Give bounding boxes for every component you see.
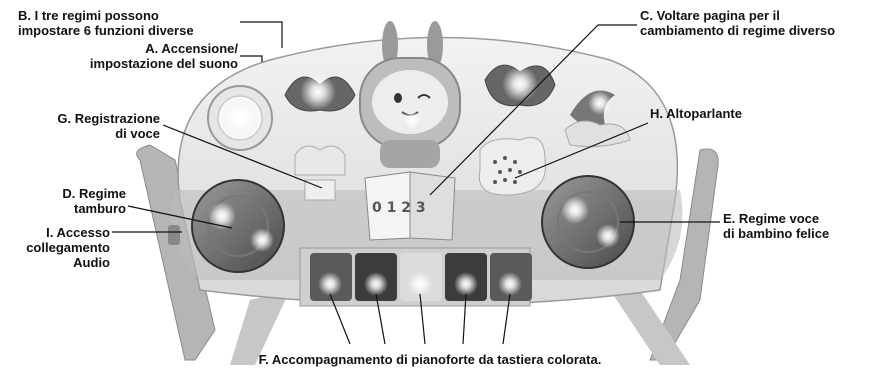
label-h: H. Altoparlante [650, 106, 742, 121]
speaker-grille [478, 137, 546, 196]
label-i: I. Accesso collegamento Audio [26, 225, 110, 270]
walker-legs [136, 144, 719, 365]
label-c: C. Voltare pagina per il cambiamento di … [640, 8, 836, 38]
record-button[interactable] [294, 145, 346, 201]
power-sound-button[interactable] [207, 85, 273, 151]
page-turn-book[interactable]: 0 1 2 3 [364, 171, 456, 241]
label-d: D. Regime tamburo [62, 186, 126, 216]
label-f: F. Accompagnamento di pianoforte da tast… [258, 352, 602, 367]
label-g: G. Registrazione di voce [57, 111, 160, 141]
label-b: B. I tre regimi possono impostare 6 funz… [18, 8, 194, 38]
bunny-character [359, 21, 461, 168]
piano-keyboard [299, 247, 532, 307]
moon-button[interactable] [564, 90, 631, 148]
butterfly-button[interactable] [284, 74, 356, 112]
butterfly-button-right[interactable] [484, 64, 556, 107]
label-a: A. Accensione/ impostazione del suono [89, 41, 238, 71]
drum-left[interactable] [191, 179, 285, 273]
label-e: E. Regime voce di bambino felice [723, 211, 830, 241]
callout-lines [112, 21, 720, 345]
book-numbers: 0 1 2 3 [372, 200, 426, 216]
audio-jack [168, 225, 180, 245]
